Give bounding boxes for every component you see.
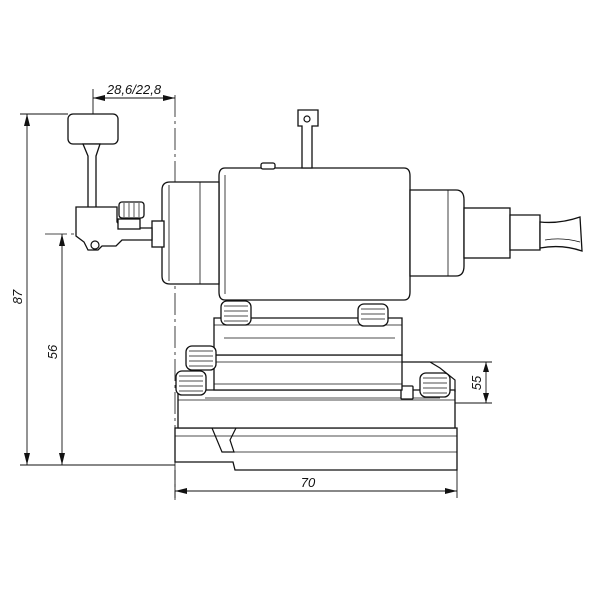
- dimension-side-height: 55: [430, 361, 492, 404]
- dimension-base-width: 70: [174, 470, 458, 498]
- upper-plate: [213, 317, 403, 356]
- rear-sleeve: [409, 189, 465, 277]
- top-lever: [297, 109, 319, 169]
- overall-height-label: 87: [10, 289, 25, 304]
- bolt-mid-left: [185, 345, 217, 371]
- dimension-offset: 28,6/22,8: [92, 82, 175, 114]
- slide-block: [177, 385, 456, 429]
- offset-label: 28,6/22,8: [106, 82, 162, 97]
- side-height-label: 55: [469, 375, 484, 390]
- indicator-holder: [67, 113, 153, 251]
- bolt-top-left: [220, 300, 252, 326]
- dimension-overall-height: 87: [10, 113, 175, 466]
- bolt-low-left: [175, 370, 207, 396]
- knob: [67, 113, 119, 145]
- dimension-center-height: 56: [45, 234, 65, 465]
- spindle-nose: [151, 220, 165, 248]
- base-width-label: 70: [301, 475, 316, 490]
- center-height-label: 56: [45, 344, 60, 359]
- middle-plate: [213, 354, 403, 391]
- head-housing: [218, 162, 411, 301]
- bolt-top-right: [357, 303, 389, 327]
- drive-shaft: [463, 207, 583, 259]
- front-collar: [161, 181, 220, 285]
- side-bracket: [402, 361, 456, 392]
- base-plate: [174, 427, 458, 471]
- bolt-low-right: [419, 372, 451, 398]
- key-square: [400, 385, 414, 400]
